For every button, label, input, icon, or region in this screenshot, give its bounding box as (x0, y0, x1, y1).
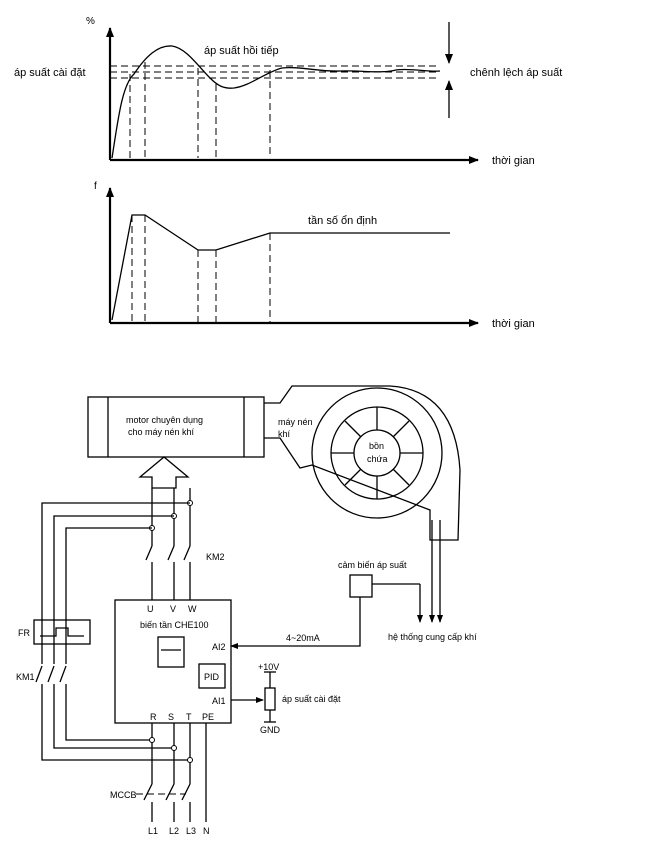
terminal-v: V (170, 604, 176, 614)
fr-relay: FR (18, 619, 91, 645)
deviation-label: chênh lệch áp suất (470, 67, 562, 79)
signal-line (230, 597, 361, 649)
input-wires (149, 723, 207, 822)
pressure-graph: % thời gian áp suất hồi tiếp áp suất cài… (14, 16, 562, 167)
mccb-breaker: MCCB (110, 783, 196, 802)
pressure-y-unit: % (86, 16, 95, 27)
ai2-label: AI2 (212, 642, 226, 652)
compressor-label-1: máy nén (278, 417, 313, 427)
inverter-label: biến tần CHE100 (140, 620, 209, 630)
l3-label: L3 (186, 826, 196, 836)
l2-label: L2 (169, 826, 179, 836)
km1-contactor: KM1 (16, 664, 76, 684)
feedback-label: áp suất hồi tiếp (204, 45, 279, 57)
setpoint-potentiometer: +10V GND áp suất cài đặt (231, 662, 341, 735)
pressure-x-label: thời gian (492, 155, 535, 167)
compressor-label-2: khí (278, 429, 291, 439)
inverter: biến tần CHE100 PID AI2 AI1 U V W R S T … (114, 599, 232, 724)
km2-label: KM2 (206, 552, 225, 562)
tank: bồn chứa (311, 387, 443, 519)
km1-label: KM1 (16, 672, 35, 682)
n-label: N (203, 826, 210, 836)
motor-label-2: cho máy nén khí (128, 427, 195, 437)
tank-label-1: bồn (369, 441, 384, 451)
fr-label: FR (18, 628, 30, 638)
stable-frequency-label: tần số ổn định (308, 215, 377, 227)
compressor-housing (264, 385, 461, 541)
ai1-label: AI1 (212, 696, 226, 706)
frequency-x-label: thời gian (492, 318, 535, 330)
motor-input-arrow (138, 456, 190, 489)
motor-box: motor chuyên dụng cho máy nén khí (87, 396, 265, 458)
pressure-sensor (349, 574, 373, 598)
terminal-u: U (147, 604, 154, 614)
pid-label: PID (204, 672, 220, 682)
schematic: motor chuyên dụng cho máy nén khí máy né… (16, 385, 477, 836)
frequency-y-unit: f (94, 181, 97, 192)
motor-label-1: motor chuyên dụng (126, 415, 203, 425)
frequency-graph: f thời gian tần số ổn định (94, 181, 535, 330)
bypass-wiring (41, 502, 190, 761)
km2-contactor: KM2 (145, 545, 225, 562)
supply-label: hệ thống cung cấp khí (388, 632, 477, 642)
inverter-display (157, 636, 185, 668)
setpoint-label: áp suất cài đặt (14, 67, 86, 79)
tank-label-2: chứa (367, 454, 388, 464)
terminal-s: S (168, 712, 174, 722)
pid-block (198, 663, 226, 689)
mccb-label: MCCB (110, 790, 137, 800)
l1-label: L1 (148, 826, 158, 836)
pot-setpoint-label: áp suất cài đặt (282, 694, 341, 704)
terminal-pe: PE (202, 712, 214, 722)
output-wires (149, 488, 193, 600)
signal-label: 4~20mA (286, 633, 320, 643)
frequency-curve (111, 214, 450, 321)
terminal-r: R (150, 712, 157, 722)
terminal-w: W (188, 604, 197, 614)
sensor-label: cảm biến áp suất (338, 560, 407, 570)
v10-label: +10V (258, 662, 279, 672)
pressure-feedback-curve (111, 45, 441, 159)
terminal-t: T (186, 712, 192, 722)
gnd-label: GND (260, 725, 281, 735)
